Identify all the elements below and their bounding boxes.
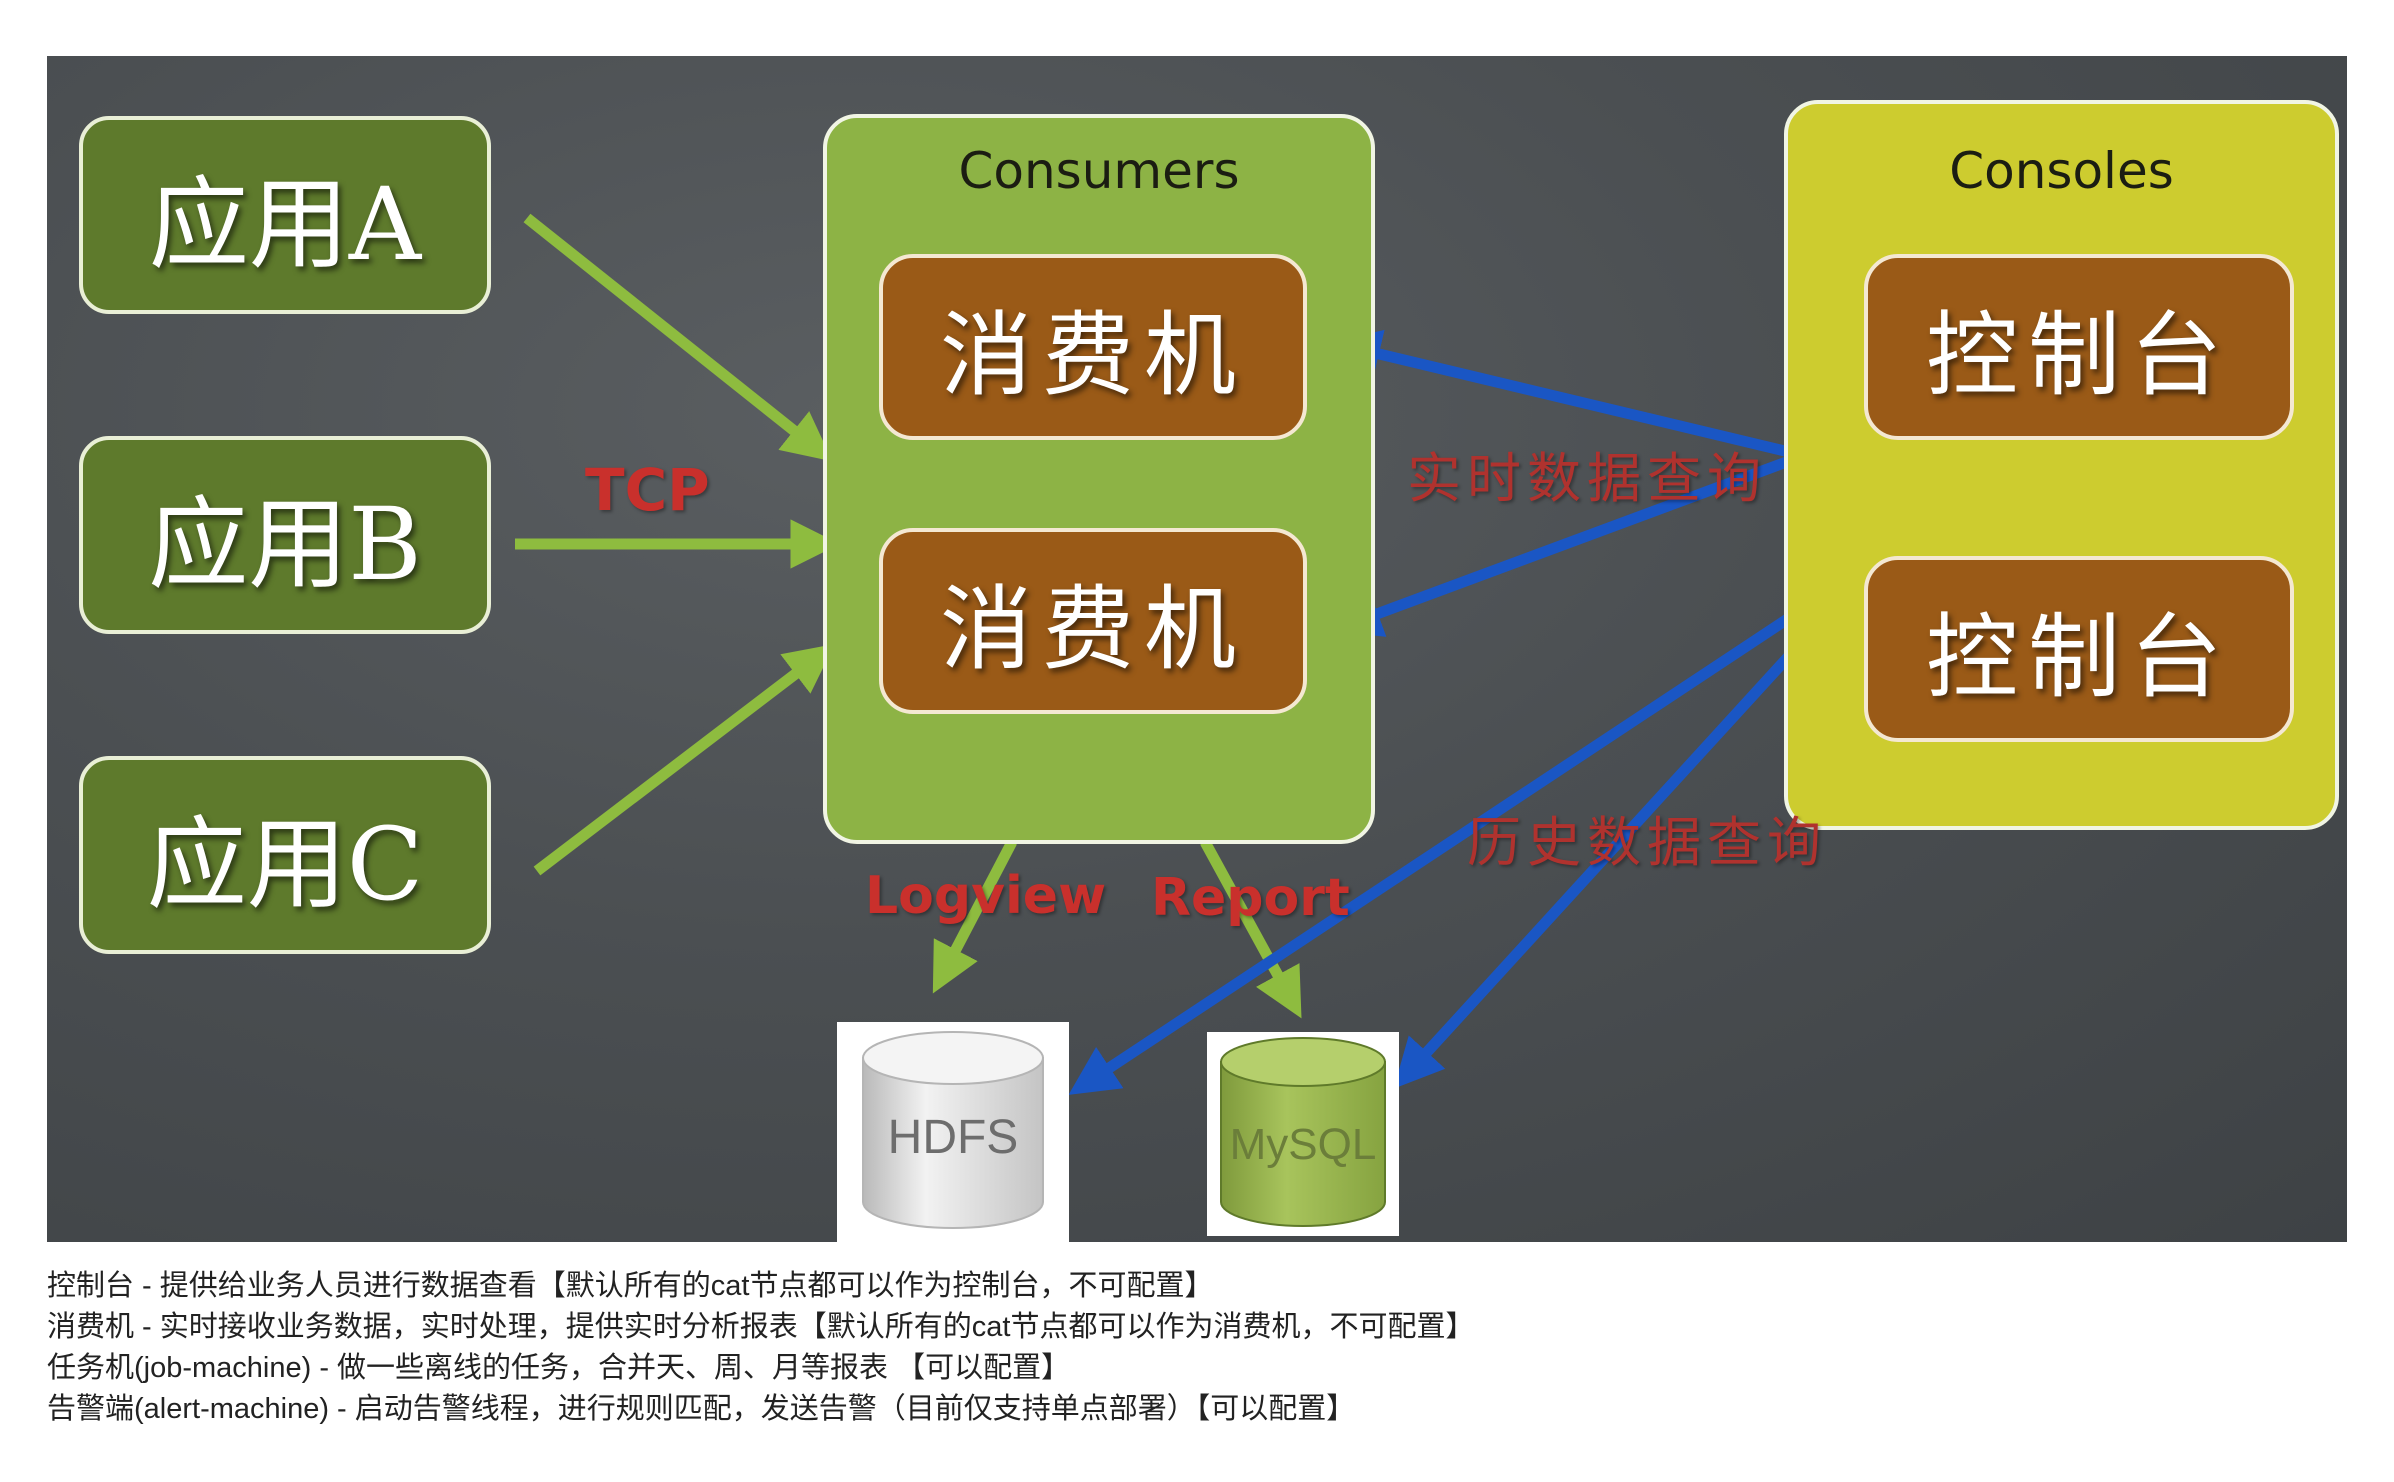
consoles-title: Consoles xyxy=(1949,142,2174,200)
note-consumer: 消费机 - 实时接收业务数据，实时处理，提供实时分析报表【默认所有的cat节点都… xyxy=(47,1311,1475,1343)
tcp-label: TCP xyxy=(585,456,710,524)
arrow-consumers-to-hdfs xyxy=(932,839,1017,994)
app-a-label: 应用A xyxy=(148,165,422,283)
consumer-node-1-label: 消费机 xyxy=(939,301,1246,409)
mysql-label: MySQL xyxy=(1229,1120,1377,1169)
consumers-panel: Consumers 消费机 消费机 xyxy=(823,114,1375,844)
app-c-box: 应用C xyxy=(79,756,491,954)
app-b-label: 应用B xyxy=(148,485,422,603)
console-node-2-label: 控制台 xyxy=(1925,603,2232,711)
arrow-console-to-hdfs xyxy=(1068,613,1793,1095)
consoles-panel: Consoles 控制台 控制台 xyxy=(1784,100,2339,830)
arrow-console-to-consumer-top xyxy=(1330,329,1791,458)
mysql-cylinder-icon xyxy=(1220,1037,1386,1227)
app-c-label: 应用C xyxy=(146,805,424,923)
note-job-machine: 任务机(job-machine) - 做一些离线的任务，合并天、周、月等报表 【… xyxy=(47,1352,1071,1384)
arrow-consumers-to-mysql xyxy=(1200,839,1302,1019)
arrow-console-to-consumer-bottom xyxy=(1331,455,1791,637)
realtime-query-label: 实时数据查询 xyxy=(1407,447,1767,510)
console-node-1-label: 控制台 xyxy=(1925,301,2232,409)
logview-label: Logview xyxy=(865,866,1107,926)
architecture-diagram: 应用A 应用B 应用C Consumers 消费机 消费机 Consoles 控… xyxy=(47,56,2347,1242)
mysql-storage: MySQL xyxy=(1207,1032,1399,1236)
app-a-box: 应用A xyxy=(79,116,491,314)
arrow-app-a-to-consumers xyxy=(523,213,833,462)
app-b-box: 应用B xyxy=(79,436,491,634)
consumer-node-2: 消费机 xyxy=(879,528,1307,714)
consumers-title: Consumers xyxy=(958,142,1240,200)
note-console: 控制台 - 提供给业务人员进行数据查看【默认所有的cat节点都可以作为控制台，不… xyxy=(47,1270,1214,1302)
description-notes: 控制台 - 提供给业务人员进行数据查看【默认所有的cat节点都可以作为控制台，不… xyxy=(47,1266,2347,1430)
arrow-app-c-to-consumers xyxy=(533,643,835,876)
connector-layer xyxy=(515,213,1794,1095)
history-query-label: 历史数据查询 xyxy=(1467,811,1827,874)
console-node-2: 控制台 xyxy=(1864,556,2294,742)
report-label: Report xyxy=(1151,868,1350,928)
hdfs-cylinder-icon xyxy=(862,1031,1044,1229)
hdfs-storage: HDFS xyxy=(837,1022,1069,1242)
note-alert-machine: 告警端(alert-machine) - 启动告警线程，进行规则匹配，发送告警（… xyxy=(47,1393,1356,1425)
hdfs-label: HDFS xyxy=(887,1111,1019,1164)
arrow-console-to-mysql xyxy=(1393,652,1794,1089)
consumer-node-1: 消费机 xyxy=(879,254,1307,440)
console-node-1: 控制台 xyxy=(1864,254,2294,440)
consumer-node-2-label: 消费机 xyxy=(939,575,1246,683)
